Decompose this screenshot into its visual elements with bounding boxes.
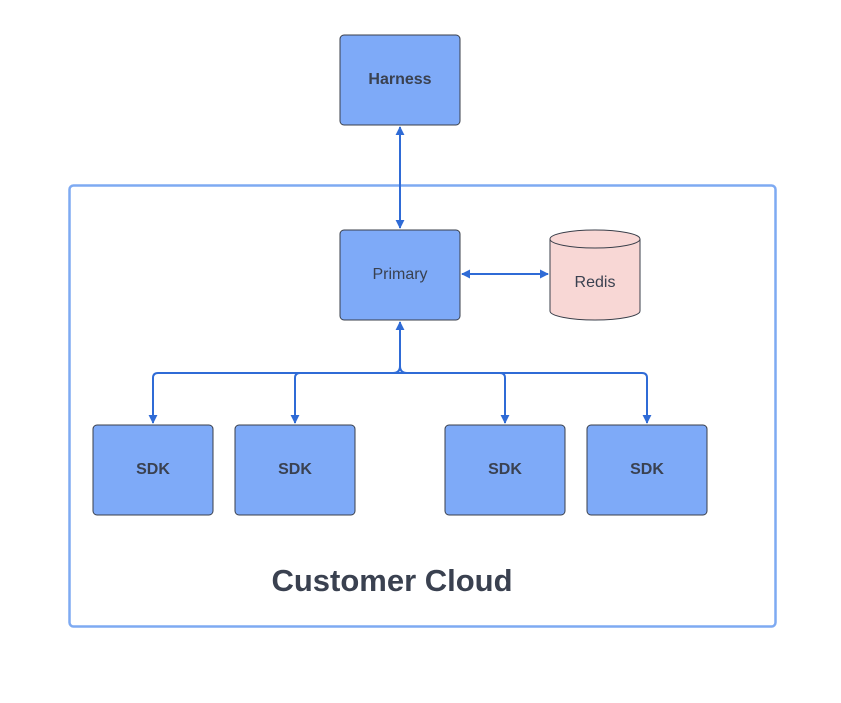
sdk-2-arrow: [290, 372, 301, 424]
sdk-label-1: SDK: [136, 461, 170, 478]
primary-node: [339, 229, 461, 321]
sdk-label-2: SDK: [278, 461, 312, 478]
redis-cylinder-top: [549, 229, 641, 249]
sdk-label-4: SDK: [630, 461, 664, 478]
sdk-bus-right-corner: [399, 365, 408, 374]
sdk-3-arrow: [499, 372, 510, 424]
sdk-node-1: [92, 424, 214, 516]
sdk-4-arrow: [641, 372, 652, 424]
sdk-label-3: SDK: [488, 461, 522, 478]
harness-node: [339, 34, 461, 126]
connectors: [148, 126, 652, 424]
customer-cloud-label: Customer Cloud: [271, 563, 512, 598]
redis-node: [549, 229, 641, 321]
customer-cloud-container: [68, 184, 777, 628]
harness-label: Harness: [368, 71, 431, 88]
sdk-node-3: [444, 424, 566, 516]
sdk-bus-left-corner: [392, 365, 401, 374]
redis-cylinder-body: [549, 239, 641, 321]
redis-label: Redis: [575, 274, 616, 291]
sdk-1-arrow: [148, 372, 159, 424]
primary-label: Primary: [372, 266, 427, 283]
sdk-node-2: [234, 424, 356, 516]
sdk-node-4: [586, 424, 708, 516]
